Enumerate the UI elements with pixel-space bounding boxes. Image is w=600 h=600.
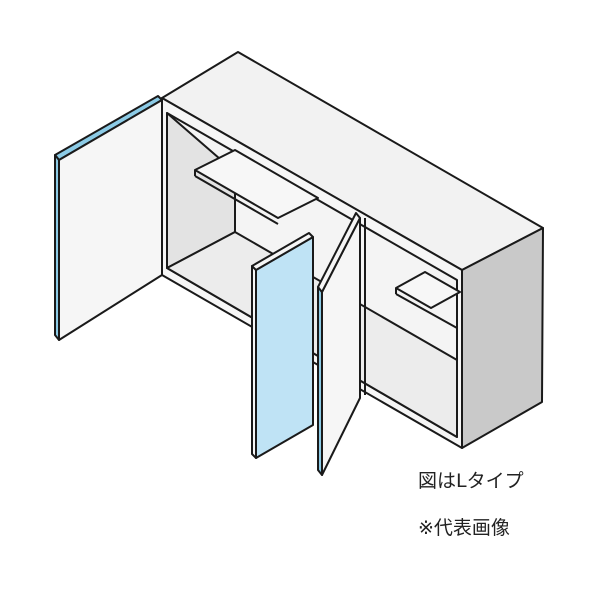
center-left-door-top (251, 232, 314, 271)
type-caption: 図はLタイプ (418, 470, 524, 492)
representative-image-note: ※代表画像 (418, 517, 510, 539)
left-door (58, 99, 163, 341)
left-door-thickness (54, 154, 60, 341)
center-left-door (255, 236, 314, 459)
left-shelf (194, 149, 319, 219)
right-shelf (395, 271, 461, 309)
center-right-door-top (317, 212, 361, 293)
center-left-door-edge (251, 265, 257, 459)
center-right-door-edge (317, 286, 323, 476)
